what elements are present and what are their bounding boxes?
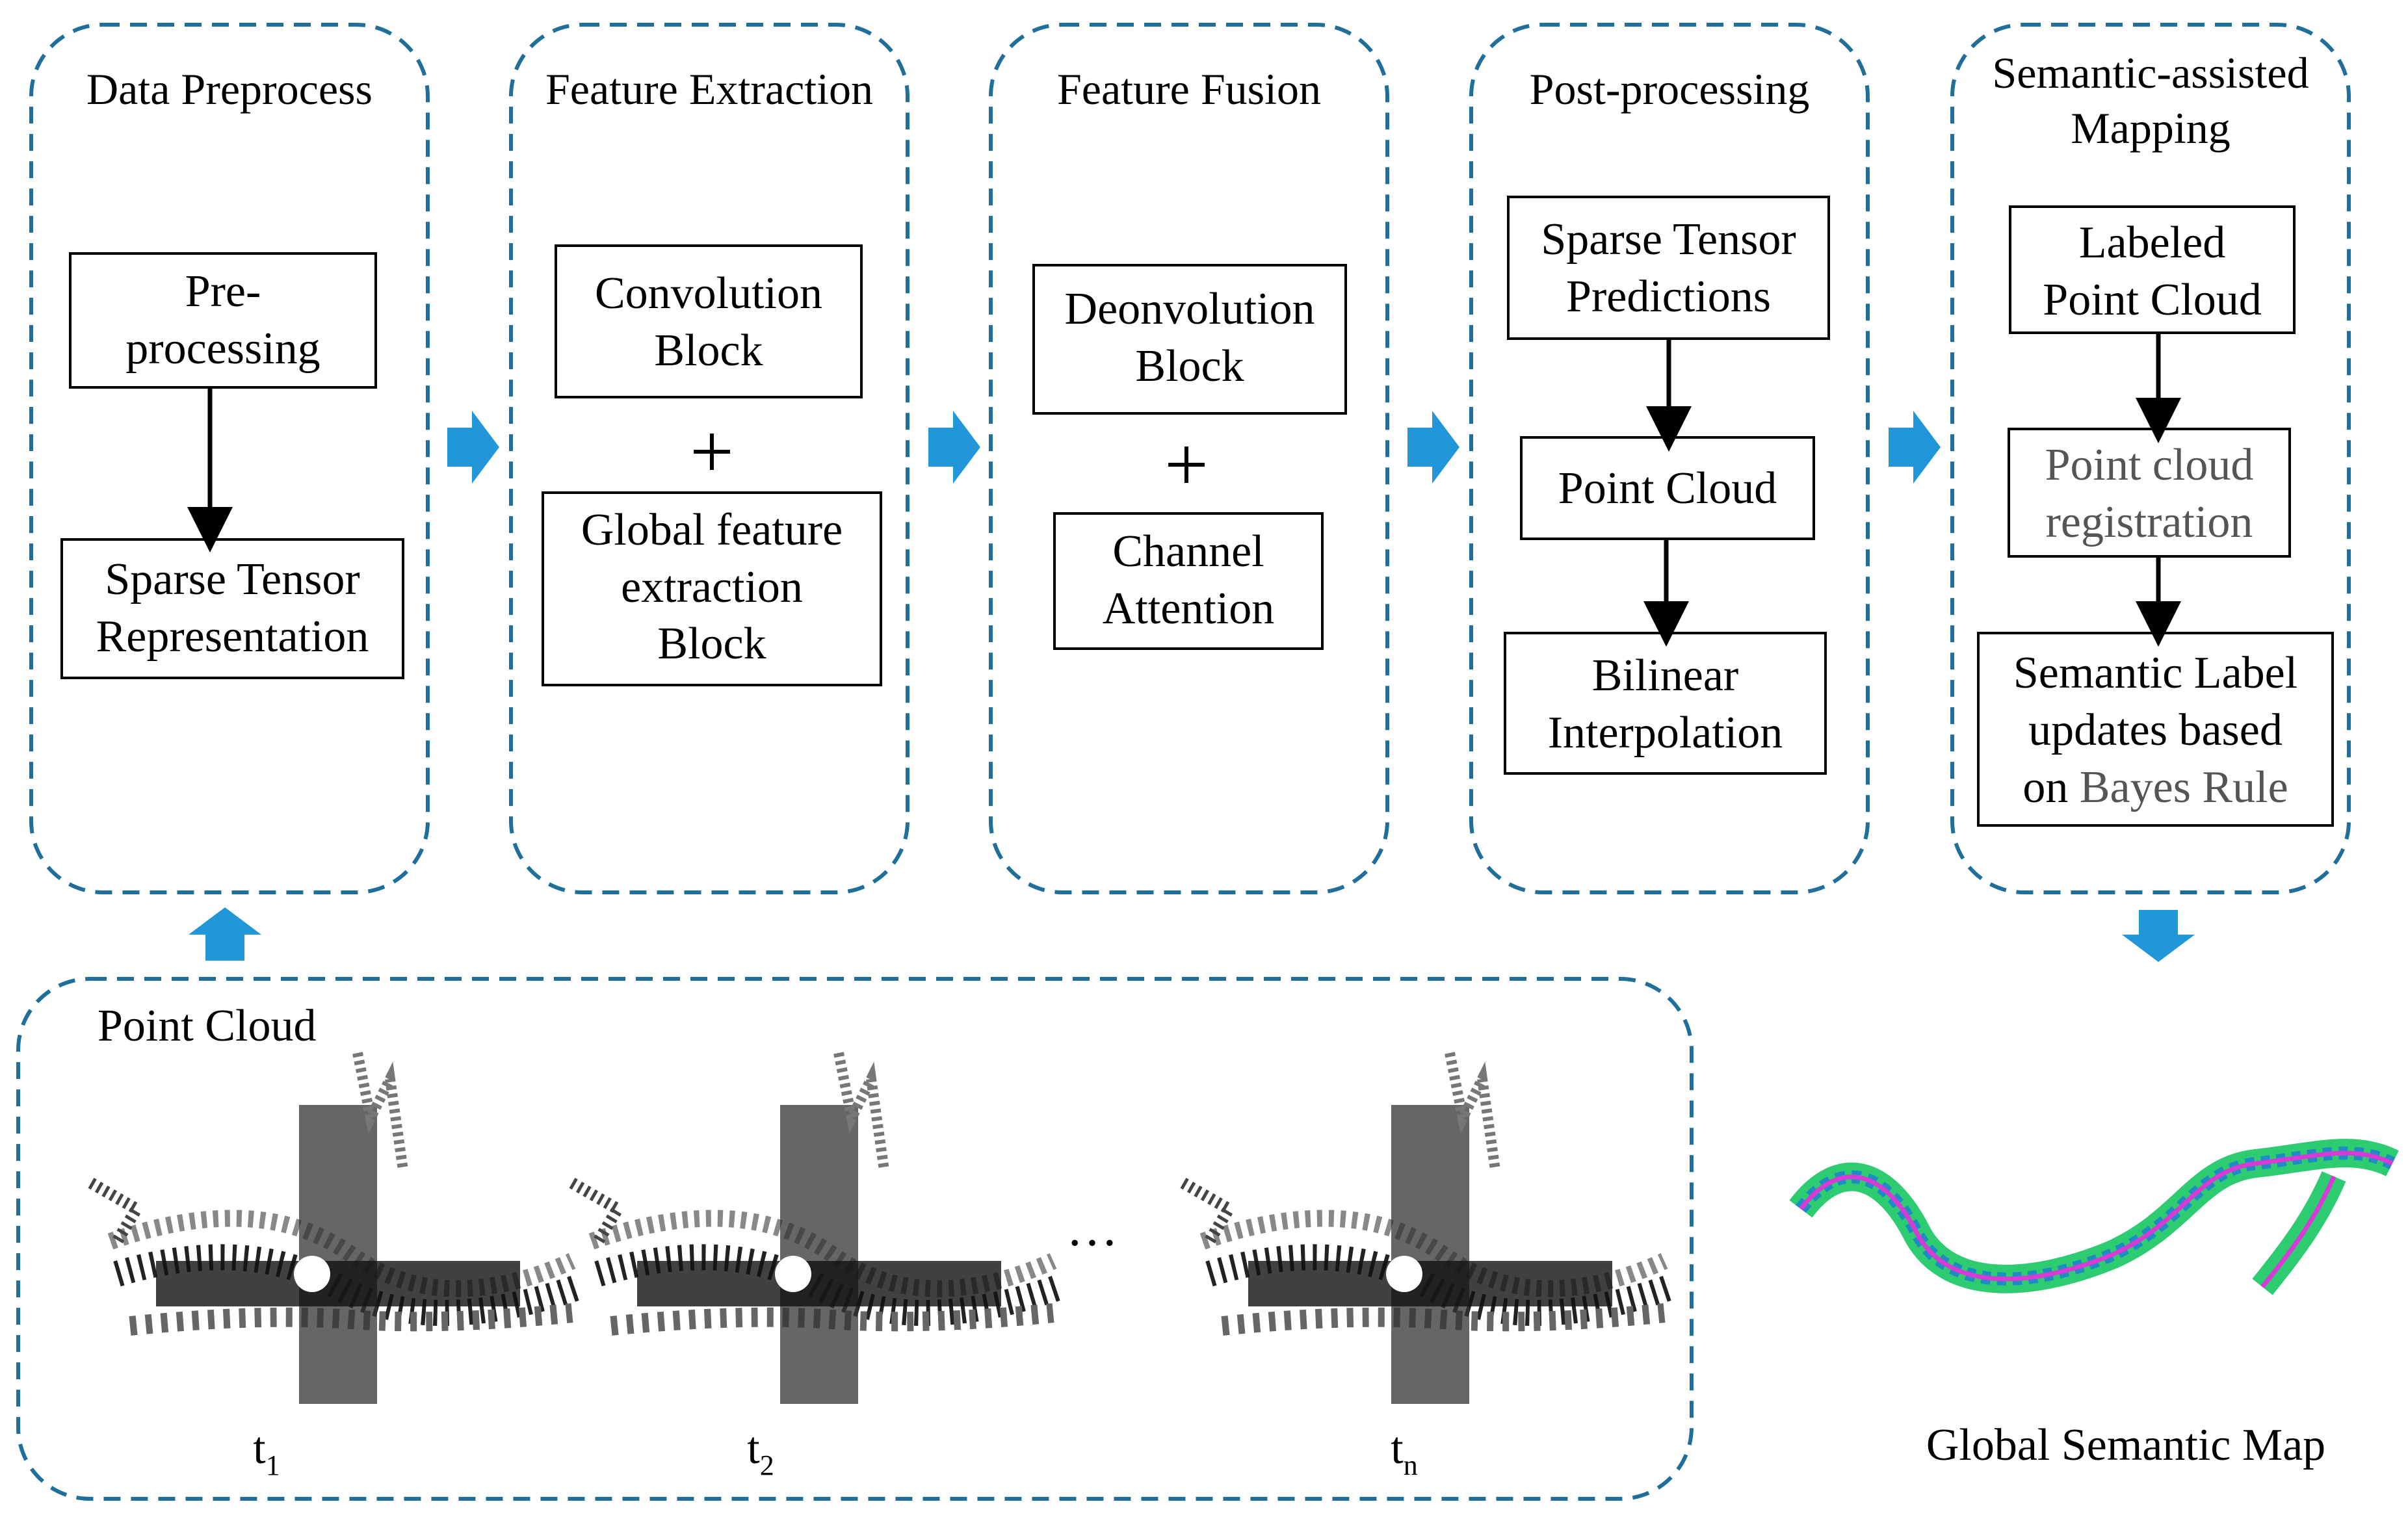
point-cloud-frame-n — [1180, 1052, 1675, 1404]
panel-data-preprocess — [29, 23, 430, 894]
plus-operator-fusion: + — [1164, 421, 1209, 508]
label-point-cloud: Point Cloud — [1558, 463, 1777, 513]
panel-title-feature-fusion: Feature Fusion — [1056, 64, 1322, 114]
label-sparse-tensor-representation: Sparse Tensor Representation — [96, 554, 369, 662]
panel-title-data-preprocess: Data Preprocess — [86, 64, 373, 114]
panel-title-semantic-line2: Mapping — [2071, 103, 2231, 153]
flow-arrow-2 — [928, 411, 980, 484]
box-point-cloud — [1520, 436, 1815, 540]
label-registration-line2: registration — [2045, 497, 2253, 547]
label-deconvolution-block: Deonvolution Block — [1064, 284, 1315, 391]
box-bayes-update — [1977, 632, 2334, 827]
point-cloud-frame-2 — [569, 1052, 1064, 1404]
box-preprocessing — [69, 252, 377, 389]
label-global-feature-block: Global feature extraction Block — [581, 505, 843, 669]
flow-arrow-1 — [447, 411, 499, 484]
flow-arrow-down — [2122, 910, 2195, 962]
flow-arrow-4 — [1889, 411, 1941, 484]
box-point-cloud-registration — [2008, 428, 2291, 558]
label-bayes-line3: on Bayes Rule — [1978, 759, 2333, 816]
box-bilinear-interpolation — [1504, 632, 1827, 775]
frame-label-t1: t1 — [253, 1423, 280, 1481]
label-bayes-line1: Semantic Label — [2013, 648, 2298, 698]
global-semantic-map-label: Global Semantic Map — [1926, 1420, 2326, 1470]
panel-title-post-processing: Post-processing — [1529, 64, 1810, 114]
point-cloud-title: Point Cloud — [98, 1001, 317, 1051]
label-sparse-tensor-predictions: Sparse Tensor Predictions — [1541, 214, 1796, 322]
flow-arrow-3 — [1407, 411, 1459, 484]
plus-operator-extraction: + — [690, 408, 734, 495]
frame-label-tn: tn — [1391, 1423, 1418, 1481]
panel-point-cloud-input — [16, 977, 1694, 1501]
global-semantic-map-image — [1789, 1139, 2399, 1295]
label-bayes-line3-prefix: on — [2022, 762, 2080, 812]
box-sparse-tensor-predictions — [1507, 196, 1830, 340]
label-labeled-line2: Point Cloud — [2043, 275, 2262, 325]
point-cloud-frame-1 — [88, 1052, 583, 1404]
panel-title-semantic-line1: Semantic-assisted — [1992, 48, 2309, 97]
frame-label-t2: t2 — [747, 1423, 774, 1481]
label-convolution-block: Convolution Block — [594, 268, 823, 376]
box-global-feature-block — [542, 491, 882, 686]
frame-ellipsis: … — [1066, 1200, 1118, 1257]
panel-title-feature-extraction: Feature Extraction — [545, 64, 874, 114]
flow-arrow-up — [189, 907, 261, 961]
box-sparse-tensor-representation — [60, 538, 404, 679]
label-labeled-line1: Labeled — [2078, 218, 2226, 268]
label-bilinear-interpolation: Bilinear Interpolation — [1547, 651, 1783, 758]
box-channel-attention — [1053, 512, 1324, 650]
box-convolution-block — [555, 244, 863, 398]
label-bayes-rule: Bayes Rule — [2079, 762, 2288, 812]
label-registration-line1: Point cloud — [2045, 440, 2254, 490]
box-deconvolution-block — [1032, 264, 1347, 415]
box-labeled-point-cloud — [2009, 205, 2296, 334]
label-channel-attention: Channel Attention — [1102, 526, 1275, 634]
label-bayes-line2: updates based — [2028, 705, 2283, 755]
label-preprocessing: Pre- processing — [125, 266, 321, 374]
